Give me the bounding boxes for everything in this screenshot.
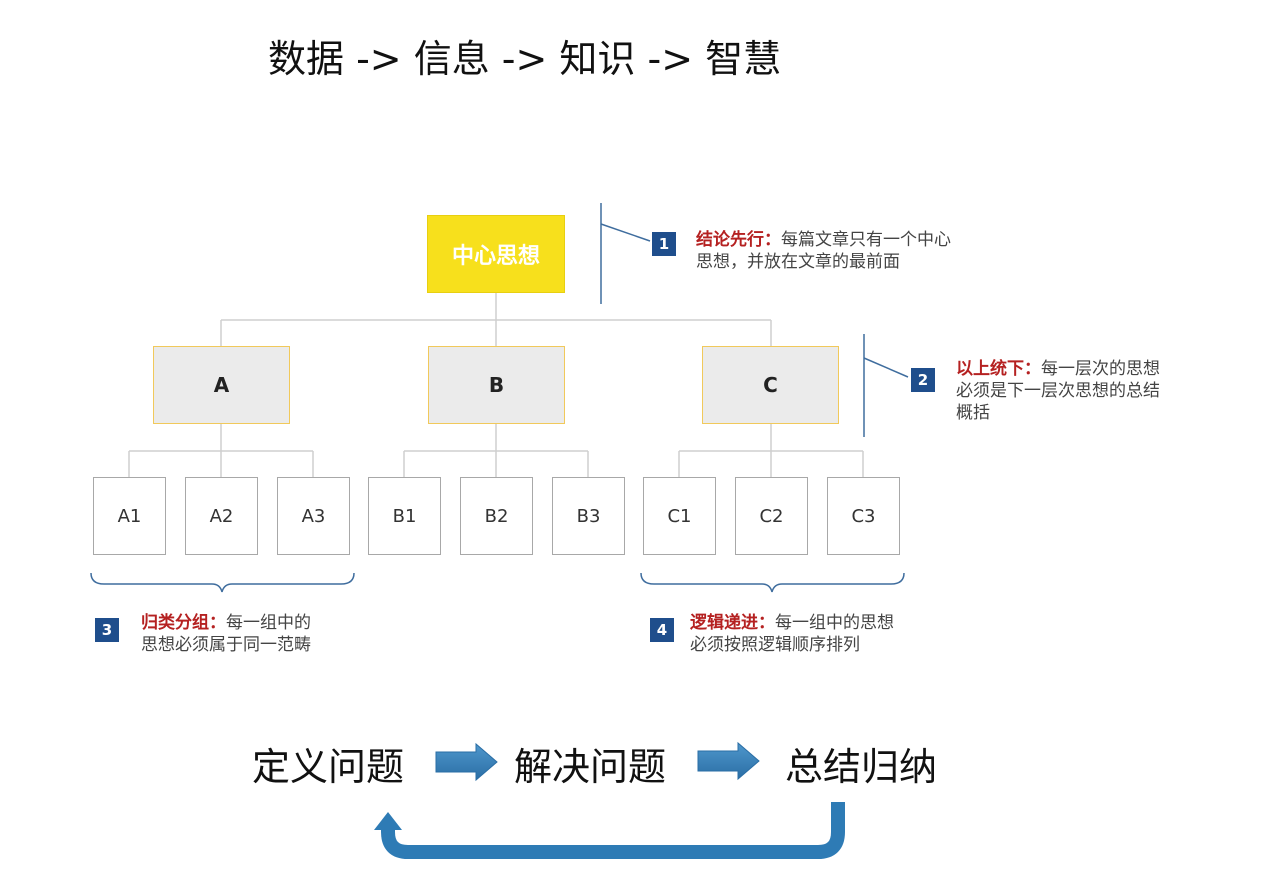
leaf-box-c2: C2 (735, 477, 808, 555)
leaf-box-b3: B3 (552, 477, 625, 555)
note-2-line2: 必须是下一层次思想的总结 (956, 381, 1160, 401)
note-2-line3: 概括 (956, 403, 990, 423)
note-3-line1: 每一组中的 (226, 613, 311, 633)
leaf-box-a3: A3 (277, 477, 350, 555)
leaf-box-c3: C3 (827, 477, 900, 555)
note-1-key: 结论先行： (696, 230, 781, 250)
arrow-right-icon (435, 742, 498, 782)
loop-back-arrow-icon (374, 802, 845, 859)
leaf-box-b1: B1 (368, 477, 441, 555)
group-box-c: C (702, 346, 839, 424)
arrow-right-icon (697, 741, 760, 781)
group-box-a: A (153, 346, 290, 424)
note-3-badge: 3 (95, 618, 119, 642)
note-1-badge: 1 (652, 232, 676, 256)
note-3-key: 归类分组： (141, 613, 226, 633)
note-1-line2: 思想，并放在文章的最前面 (696, 252, 900, 272)
headline: 数据 -> 信息 -> 知识 -> 智慧 (268, 37, 782, 81)
note-4-line2: 必须按照逻辑顺序排列 (690, 635, 860, 655)
leaf-box-a1: A1 (93, 477, 166, 555)
note-4: 逻辑递进：每一组中的思想 必须按照逻辑顺序排列 (690, 612, 970, 656)
note-2-line1: 每一层次的思想 (1041, 359, 1160, 379)
note-2-badge: 2 (911, 368, 935, 392)
note-1: 结论先行：每篇文章只有一个中心 思想，并放在文章的最前面 (696, 229, 1016, 273)
note-1-line1: 每篇文章只有一个中心 (781, 230, 951, 250)
flow-step-solve: 解决问题 (514, 745, 667, 789)
flow-step-summarize: 总结归纳 (785, 745, 938, 789)
note-4-key: 逻辑递进： (690, 613, 775, 633)
note-4-badge: 4 (650, 618, 674, 642)
leaf-box-a2: A2 (185, 477, 258, 555)
note-3: 归类分组：每一组中的 思想必须属于同一范畴 (141, 612, 401, 656)
note-2-key: 以上统下： (956, 359, 1041, 379)
leaf-box-c1: C1 (643, 477, 716, 555)
flow-step-define: 定义问题 (252, 745, 405, 789)
note-3-line2: 思想必须属于同一范畴 (141, 635, 311, 655)
leaf-box-b2: B2 (460, 477, 533, 555)
center-idea-box: 中心思想 (427, 215, 565, 293)
group-box-b: B (428, 346, 565, 424)
note-4-line1: 每一组中的思想 (775, 613, 894, 633)
note-2: 以上统下：每一层次的思想 必须是下一层次思想的总结 概括 (956, 358, 1216, 424)
